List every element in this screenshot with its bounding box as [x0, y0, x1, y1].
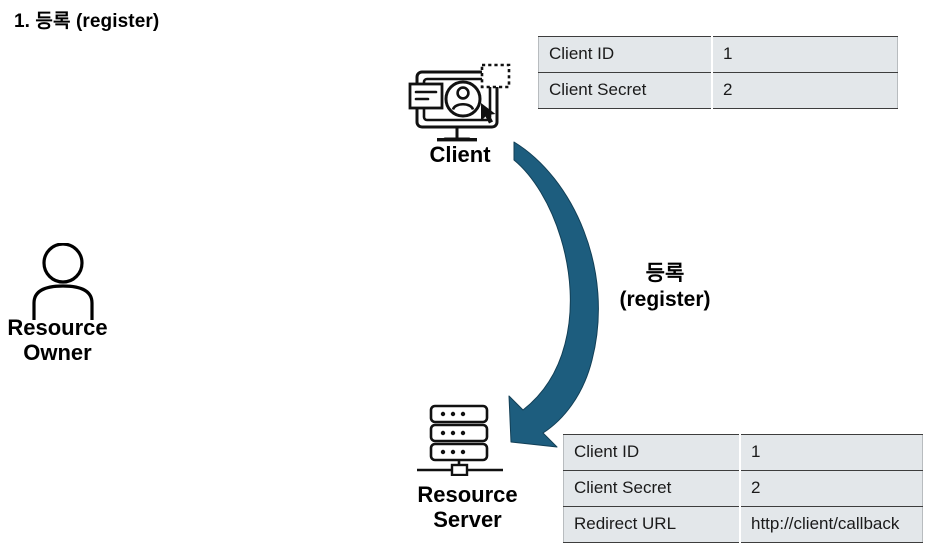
table-row: Client Secret 2 — [538, 72, 898, 109]
table-cell-key: Client Secret — [538, 72, 713, 109]
table-cell-value: 1 — [712, 36, 898, 73]
table-cell-key: Redirect URL — [563, 506, 741, 543]
register-arrow-label: 등록 (register) — [619, 262, 711, 312]
table-cell-key: Client ID — [563, 434, 741, 471]
resource-owner-label: Resource Owner — [7, 315, 108, 365]
table-cell-value: 2 — [740, 470, 923, 507]
client-label: Client — [429, 142, 491, 167]
table-cell-value: 2 — [712, 72, 898, 109]
resource-server-node — [415, 404, 515, 477]
client-credentials-table: Client ID 1 Client Secret 2 — [538, 36, 898, 109]
table-row: Client ID 1 — [538, 36, 898, 73]
table-cell-key: Client Secret — [563, 470, 741, 507]
client-node — [405, 62, 517, 150]
table-row: Client ID 1 — [563, 434, 923, 471]
table-cell-value: http://client/callback — [740, 506, 923, 543]
page-title: 1. 등록 (register) — [14, 11, 160, 32]
person-icon — [32, 243, 94, 320]
monitor-user-icon — [408, 63, 511, 142]
resource-owner-node — [8, 243, 118, 368]
resource-server-label: Resource Server — [417, 482, 518, 532]
table-cell-value: 1 — [740, 434, 923, 471]
server-stack-icon — [417, 404, 503, 477]
table-row: Client Secret 2 — [563, 470, 923, 507]
table-cell-key: Client ID — [538, 36, 713, 73]
table-row: Redirect URL http://client/callback — [563, 506, 923, 543]
server-registration-table: Client ID 1 Client Secret 2 Redirect URL… — [563, 434, 923, 543]
